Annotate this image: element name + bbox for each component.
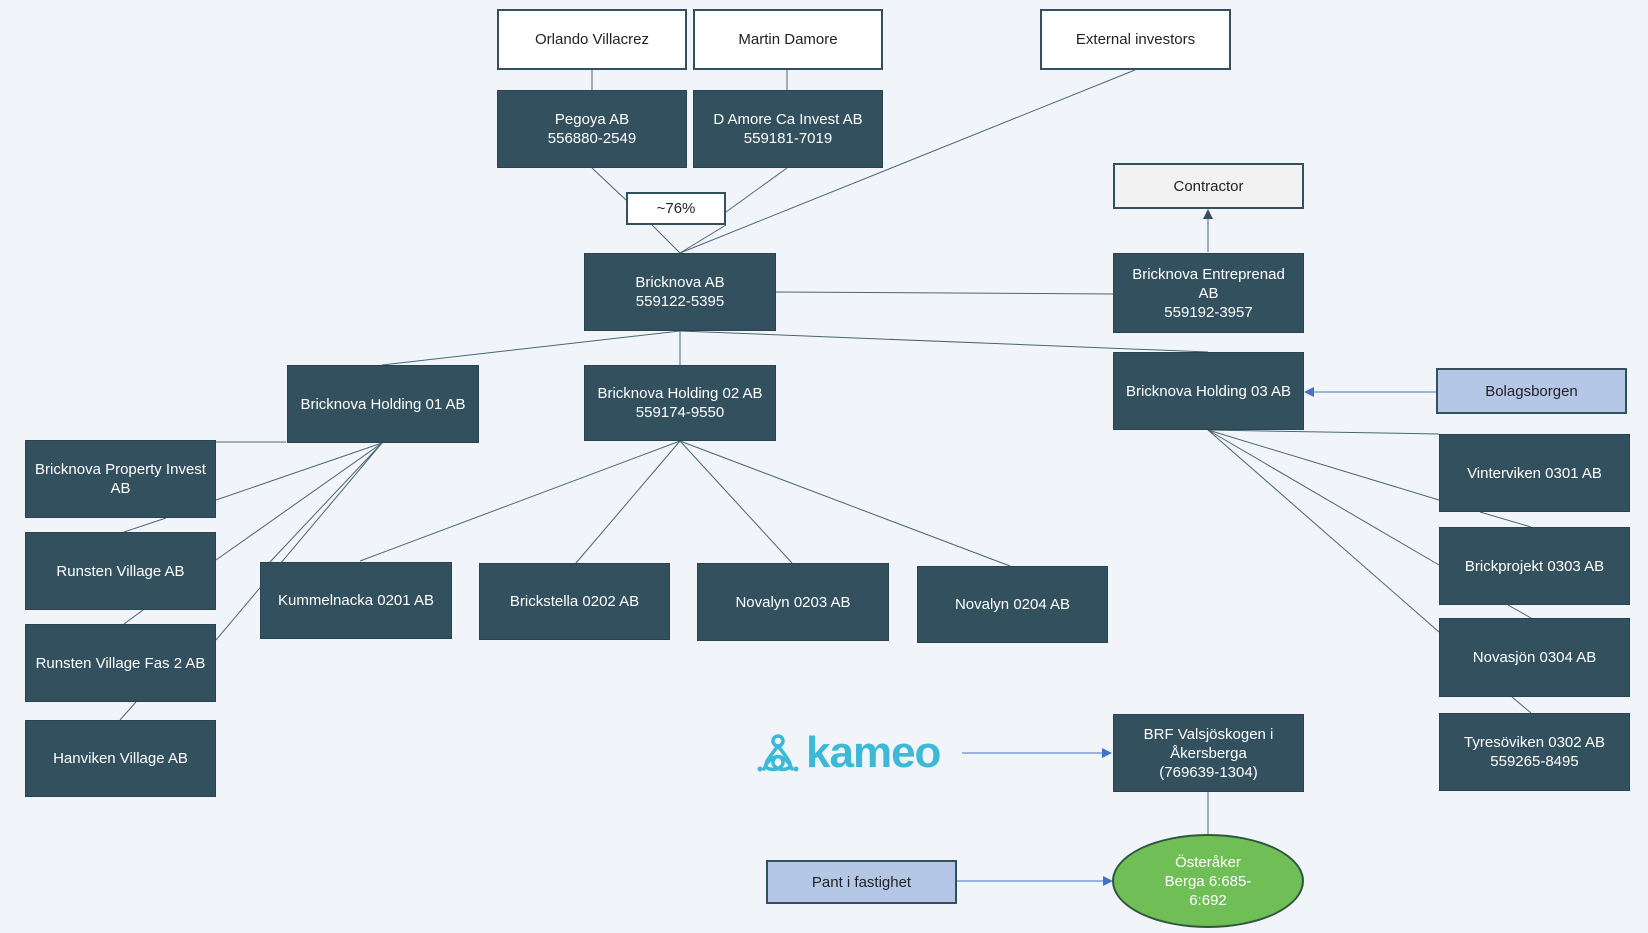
node-martin-damore: Martin Damore: [693, 9, 883, 70]
node-bricknova-holding-01: Bricknova Holding 01 AB: [287, 365, 479, 443]
node-vinterviken-0301: Vinterviken 0301 AB: [1439, 434, 1630, 512]
label-ownership-share: ~76%: [626, 192, 726, 225]
node-novalyn-0203: Novalyn 0203 AB: [697, 563, 889, 641]
node-damore-invest-ab: D Amore Ca Invest AB 559181-7019: [693, 90, 883, 168]
node-external-investors: External investors: [1040, 9, 1231, 70]
node-runsten-village-fas-2: Runsten Village Fas 2 AB: [25, 624, 216, 702]
node-hanviken-village: Hanviken Village AB: [25, 720, 216, 797]
node-novasjon-0304: Novasjön 0304 AB: [1439, 618, 1630, 697]
node-bricknova-entreprenad-ab: Bricknova Entreprenad AB 559192-3957: [1113, 253, 1304, 333]
kameo-wordmark: kameo: [806, 728, 941, 777]
node-bricknova-ab: Bricknova AB 559122-5395: [584, 253, 776, 331]
kameo-logo: kameo: [756, 725, 941, 781]
node-orlando-villacrez: Orlando Villacrez: [497, 9, 687, 70]
node-bricknova-holding-03: Bricknova Holding 03 AB: [1113, 352, 1304, 430]
node-brickprojekt-0303: Brickprojekt 0303 AB: [1439, 527, 1630, 605]
node-pant-i-fastighet: Pant i fastighet: [766, 860, 957, 904]
node-bricknova-property-invest: Bricknova Property Invest AB: [25, 440, 216, 518]
node-brf-valsjoskogen: BRF Valsjöskogen i Åkersberga (769639-13…: [1113, 714, 1304, 792]
node-contractor: Contractor: [1113, 163, 1304, 209]
node-novalyn-0204: Novalyn 0204 AB: [917, 566, 1108, 643]
node-runsten-village: Runsten Village AB: [25, 532, 216, 610]
node-kummelnacka-0201: Kummelnacka 0201 AB: [260, 562, 452, 639]
node-bolagsborgen: Bolagsborgen: [1436, 368, 1627, 414]
node-pegoya-ab: Pegoya AB 556880-2549: [497, 90, 687, 168]
node-tyresoviken-0302: Tyresöviken 0302 AB 559265-8495: [1439, 713, 1630, 791]
node-brickstella-0202: Brickstella 0202 AB: [479, 563, 670, 640]
kameo-knot-icon: [757, 734, 799, 772]
node-osteraker-property: Österåker Berga 6:685- 6:692: [1112, 834, 1304, 928]
node-bricknova-holding-02: Bricknova Holding 02 AB 559174-9550: [584, 365, 776, 441]
